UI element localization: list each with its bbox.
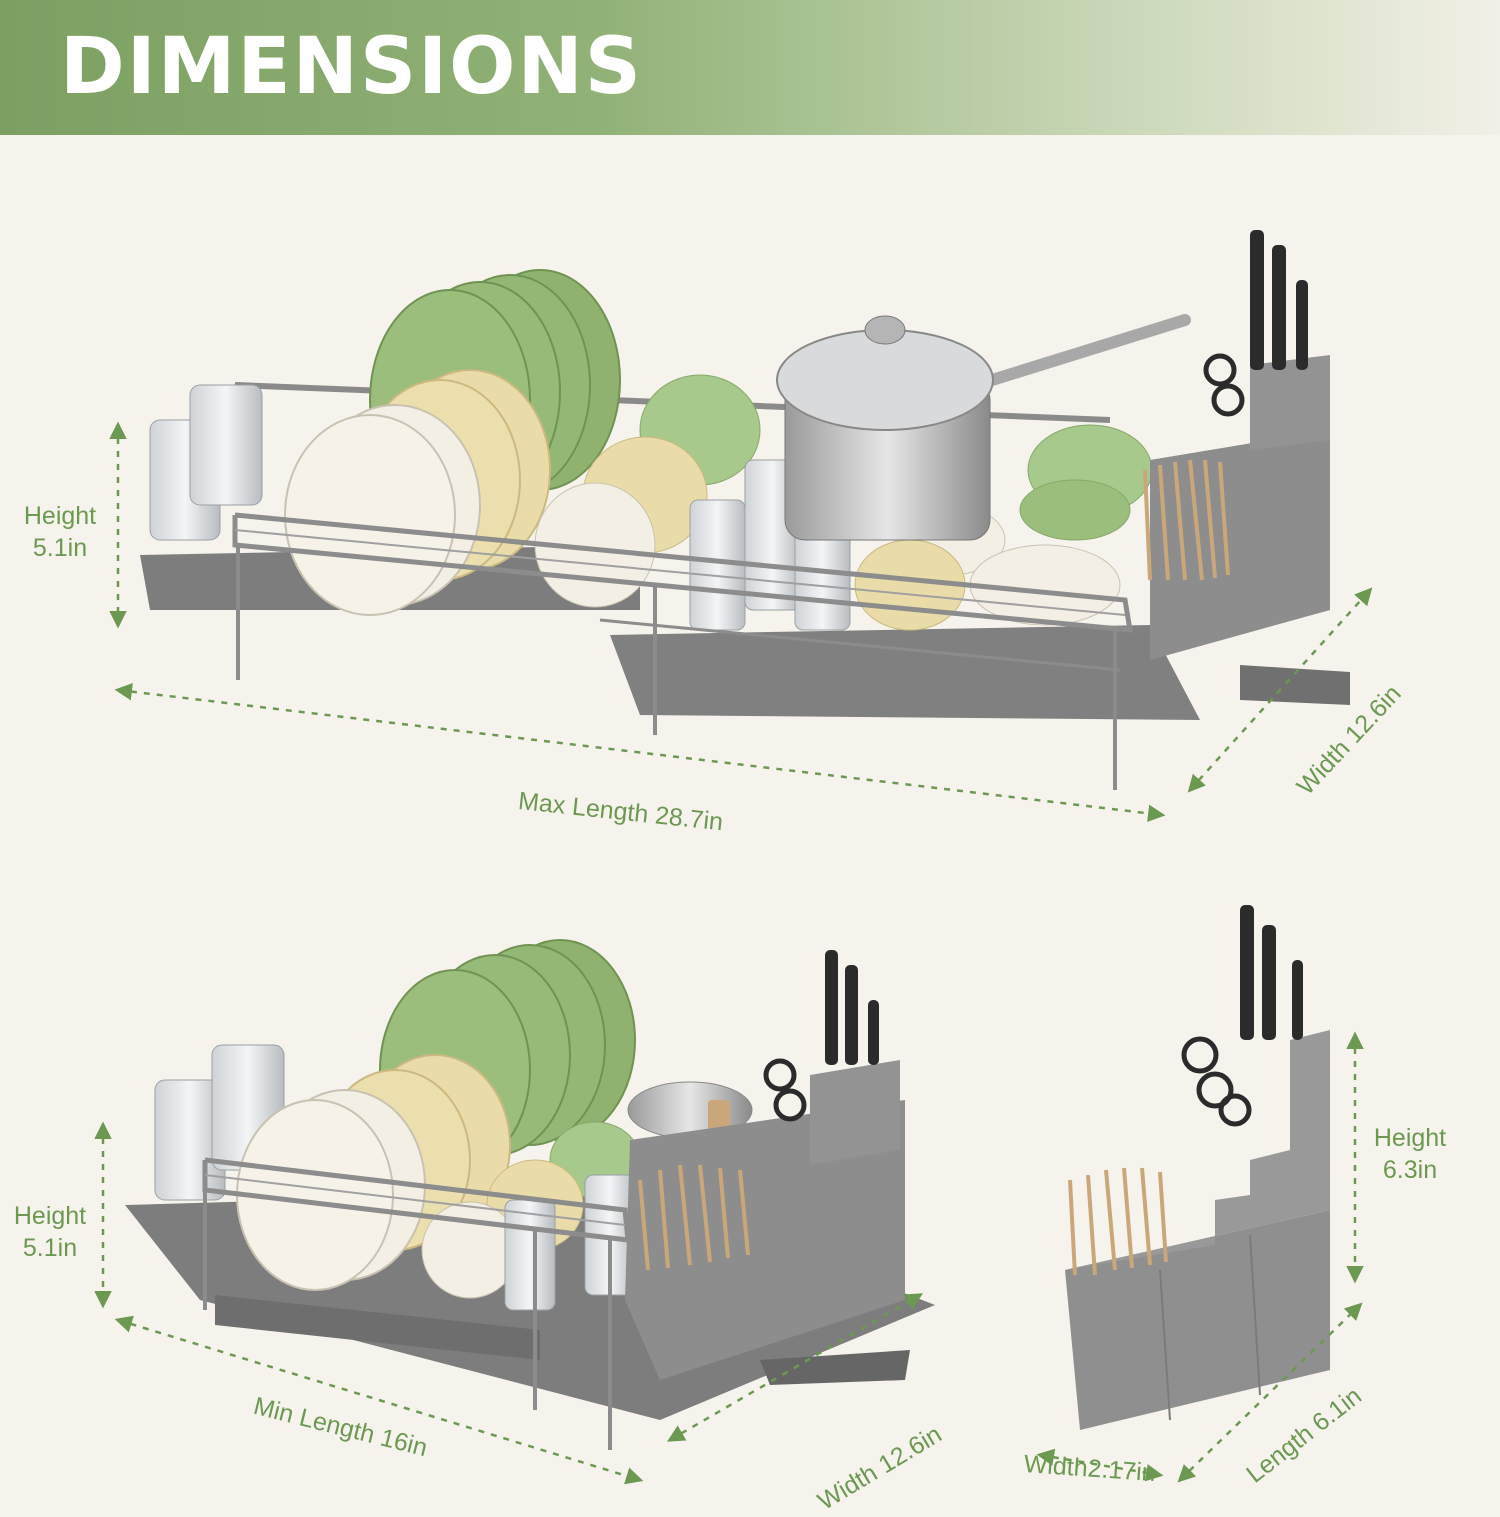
bottom-height-title: Height xyxy=(13,1202,87,1230)
knife-icon xyxy=(825,950,879,1065)
knife-icon xyxy=(1240,905,1303,1040)
standalone-utensil-caddy xyxy=(1065,905,1330,1430)
banner-title: DIMENSIONS xyxy=(60,22,643,112)
bottom-dish-rack xyxy=(125,939,935,1450)
utensil-caddy xyxy=(1143,230,1330,660)
scissors-icon xyxy=(1203,353,1245,417)
caddy-height-value: 6.3in xyxy=(1382,1156,1438,1184)
title-banner: DIMENSIONS xyxy=(0,0,1500,135)
plate-icon xyxy=(236,939,636,1291)
scissors-icon xyxy=(1181,1036,1252,1127)
caddy-height-title: Height xyxy=(1373,1124,1447,1152)
dimension-arrow-icon xyxy=(94,1121,924,1485)
cup-icon xyxy=(149,384,263,541)
top-height-label: Height 5.1in xyxy=(10,500,110,564)
knife-icon xyxy=(1250,230,1308,370)
pot-icon xyxy=(776,314,1191,541)
caddy-height-label: Height 6.3in xyxy=(1355,1122,1465,1186)
bottom-height-value: 5.1in xyxy=(22,1234,78,1262)
top-dish-rack xyxy=(140,230,1350,790)
bottom-height-label: Height 5.1in xyxy=(0,1200,100,1264)
scissors-icon xyxy=(763,1058,807,1122)
spout-extension xyxy=(1240,665,1350,705)
dimension-arrow-icon xyxy=(1036,1031,1364,1483)
top-height-value: 5.1in xyxy=(32,534,88,562)
plate-icon xyxy=(284,269,621,616)
top-height-title: Height xyxy=(23,502,97,530)
dimension-arrow-icon xyxy=(109,421,1373,823)
